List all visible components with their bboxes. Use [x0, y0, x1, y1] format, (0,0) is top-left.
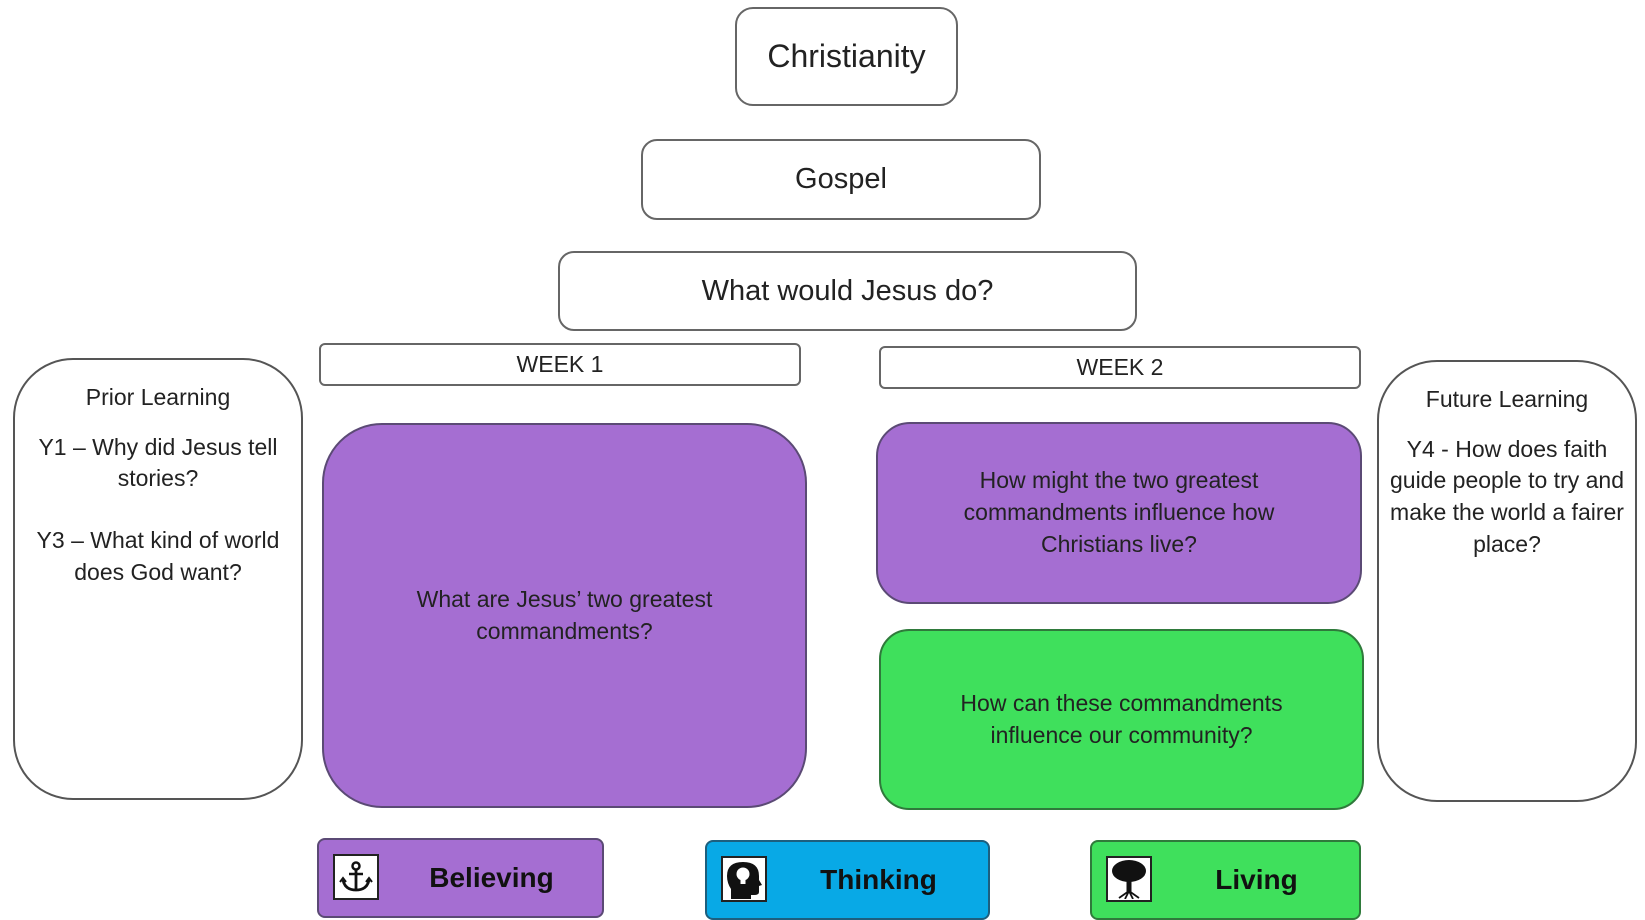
living-key: Living	[1090, 840, 1361, 920]
lesson-week2b: How can these commandments influence our…	[879, 629, 1364, 810]
believing-label: Believing	[429, 862, 554, 893]
question-box: What would Jesus do?	[558, 251, 1137, 331]
head-lightbulb-icon	[721, 856, 767, 902]
lesson-week2a: How might the two greatest commandments …	[876, 422, 1362, 604]
prior-learning-heading: Prior Learning	[85, 384, 231, 410]
lesson-week1: What are Jesus’ two greatest commandment…	[322, 423, 807, 808]
week2-label: WEEK 2	[1076, 354, 1164, 380]
title-text: Christianity	[767, 38, 926, 74]
lesson-week2a-text: How might the two greatest commandments …	[963, 467, 1275, 557]
thinking-key: Thinking	[705, 840, 990, 920]
prior-learning-item: Y1 – Why did Jesus tell stories?	[38, 433, 278, 492]
concept-text: Gospel	[795, 163, 887, 195]
future-learning-item: Y4 - How does faith guide people to try …	[1389, 435, 1624, 557]
living-label: Living	[1215, 864, 1298, 895]
concept-box: Gospel	[641, 139, 1041, 220]
future-learning-panel: Future Learning Y4 - How does faith guid…	[1377, 360, 1637, 802]
week1-header: WEEK 1	[319, 343, 801, 386]
prior-learning-item: Y3 – What kind of world does God want?	[36, 527, 280, 585]
tree-icon	[1106, 856, 1152, 902]
prior-learning-panel: Prior Learning Y1 – Why did Jesus tell s…	[13, 358, 303, 800]
believing-key: Believing	[317, 838, 604, 918]
question-text: What would Jesus do?	[701, 274, 994, 307]
anchor-icon	[333, 854, 379, 900]
title-box: Christianity	[735, 7, 958, 106]
future-learning-heading: Future Learning	[1425, 386, 1589, 412]
week2-header: WEEK 2	[879, 346, 1361, 389]
thinking-label: Thinking	[820, 864, 937, 895]
week1-label: WEEK 1	[516, 351, 604, 377]
lesson-week1-text: What are Jesus’ two greatest commandment…	[416, 585, 713, 644]
lesson-week2b-text: How can these commandments influence our…	[960, 689, 1283, 748]
